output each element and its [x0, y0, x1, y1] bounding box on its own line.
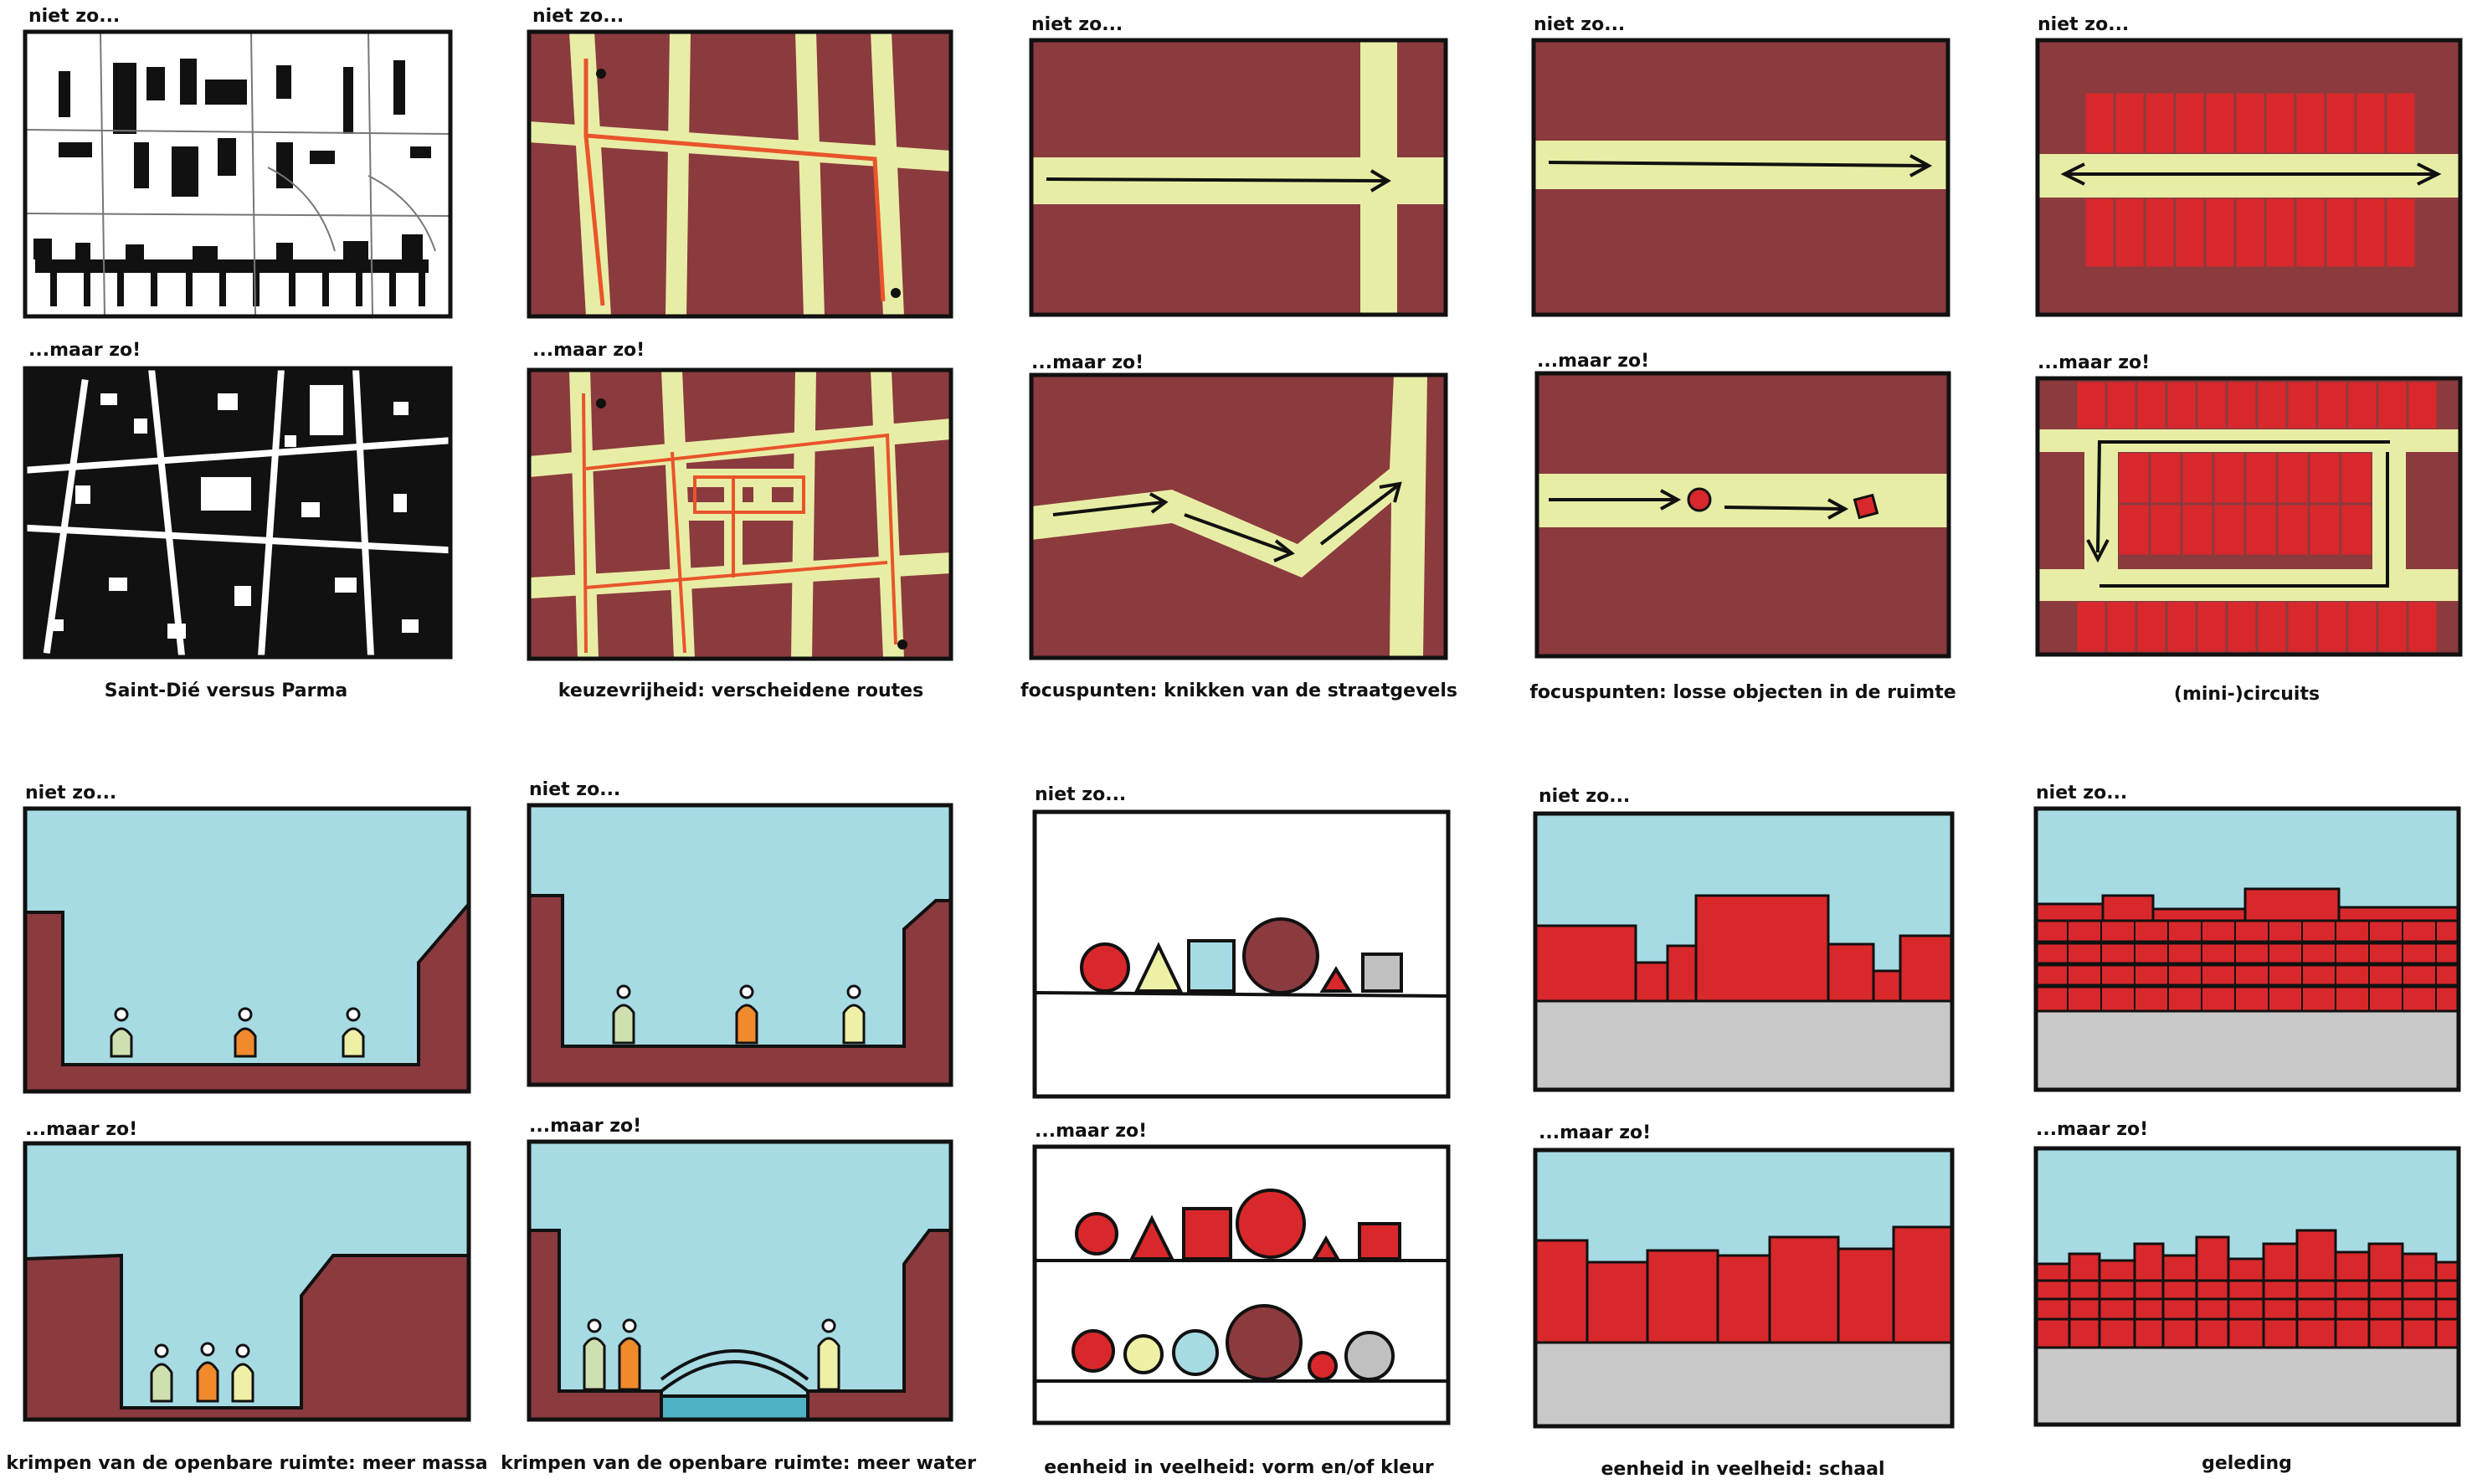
panel-3-maar-zo: ...maar zo! focuspunten: knikken van de …: [1020, 352, 1457, 701]
label-niet-zo: niet zo...: [532, 6, 624, 27]
caption-meer-massa: krimpen van de openbare ruimte: meer mas…: [6, 1453, 487, 1474]
panel-6-maar-zo: ...maar zo! krimpen van de openbare ruim…: [6, 1119, 487, 1474]
label-maar-zo: ...maar zo!: [1539, 1122, 1651, 1143]
caption-meer-water: krimpen van de openbare ruimte: meer wat…: [501, 1453, 976, 1474]
panel-1-maar-zo: ...maar zo! Saint-Dié versus Parma: [25, 340, 450, 701]
panel-7-maar-zo: ...maar zo! krimpen van de openbare ruim…: [501, 1116, 976, 1474]
caption-saint-die-versus-parma: Saint-Dié versus Parma: [105, 680, 348, 701]
panel-10-maar-zo: ...maar zo! geleding: [2036, 1119, 2459, 1474]
label-maar-zo: ...maar zo!: [25, 1119, 137, 1140]
label-niet-zo: niet zo...: [1534, 14, 1625, 35]
label-maar-zo: ...maar zo!: [28, 340, 141, 361]
panel-1-niet-zo: niet zo...: [25, 6, 450, 316]
caption-losse-objecten: focuspunten: losse objecten in de ruimte: [1529, 682, 1956, 703]
label-niet-zo: niet zo...: [28, 6, 120, 27]
label-niet-zo: niet zo...: [2038, 14, 2129, 35]
figure-group: [152, 1343, 253, 1401]
panel-8-maar-zo: ...maar zo! eenheid in veelheid: vorm en…: [1035, 1121, 1448, 1478]
label-niet-zo: niet zo...: [25, 783, 116, 804]
caption-focuspunten-knikken: focuspunten: knikken van de straatgevels: [1020, 680, 1457, 701]
label-niet-zo: niet zo...: [1031, 14, 1123, 35]
label-maar-zo: ...maar zo!: [1035, 1121, 1147, 1142]
label-niet-zo: niet zo...: [2036, 783, 2127, 804]
label-maar-zo: ...maar zo!: [2036, 1119, 2148, 1140]
label-niet-zo: niet zo...: [529, 779, 620, 800]
label-maar-zo: ...maar zo!: [529, 1116, 641, 1137]
label-maar-zo: ...maar zo!: [1537, 351, 1649, 372]
caption-mini-circuits: (mini-)circuits: [2174, 684, 2320, 705]
panel-8-niet-zo: niet zo...: [1035, 784, 1448, 1096]
label-maar-zo: ...maar zo!: [1031, 352, 1143, 373]
panel-5-maar-zo: ...maar zo!: [2038, 352, 2460, 705]
panel-9-niet-zo: niet zo...: [1535, 786, 1952, 1090]
panel-3-niet-zo: niet zo...: [1031, 14, 1446, 315]
panel-5-niet-zo: niet zo...: [2038, 14, 2460, 315]
caption-schaal: eenheid in veelheid: schaal: [1601, 1459, 1885, 1480]
panel-6-niet-zo: niet zo...: [25, 783, 469, 1091]
panel-7-niet-zo: niet zo...: [529, 779, 951, 1085]
panel-2-niet-zo: niet zo...: [529, 6, 951, 316]
label-niet-zo: niet zo...: [1539, 786, 1630, 807]
panel-9-maar-zo: ...maar zo! eenheid in veelheid: schaal: [1535, 1122, 1952, 1480]
caption-geleding: geleding: [2202, 1453, 2292, 1474]
label-maar-zo: ...maar zo!: [532, 340, 645, 361]
caption-keuzevrijheid: keuzevrijheid: verscheidene routes: [558, 680, 923, 701]
caption-vorm-en-kleur: eenheid in veelheid: vorm en/of kleur: [1044, 1457, 1434, 1478]
label-maar-zo: ...maar zo!: [2038, 352, 2150, 373]
panel-4-maar-zo: ...maar zo! focuspunten: losse objecten …: [1529, 351, 1956, 703]
label-niet-zo: niet zo...: [1035, 784, 1126, 805]
panel-10-niet-zo: niet zo...: [2036, 783, 2459, 1090]
panel-2-maar-zo: ...maar zo! keuzevrijheid: verscheidene …: [529, 340, 951, 701]
panel-4-niet-zo: niet zo...: [1534, 14, 1948, 315]
